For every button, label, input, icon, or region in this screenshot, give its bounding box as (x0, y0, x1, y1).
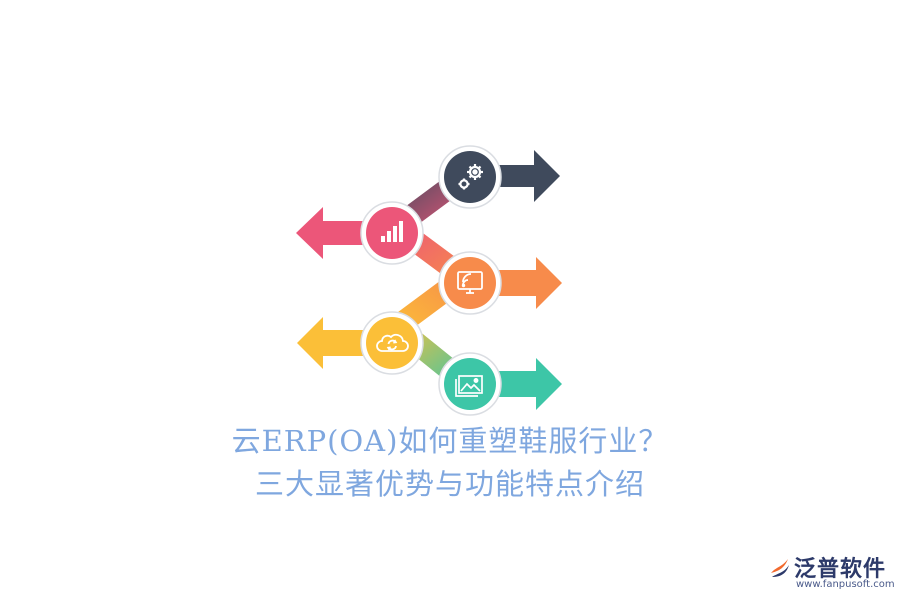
arrow-left-2 (296, 207, 390, 259)
brand-name: 泛普软件 (794, 557, 887, 582)
step-circle-4 (360, 311, 424, 375)
gears-icon (458, 164, 483, 190)
step-circle-5 (438, 352, 502, 416)
title-line-2: 三大显著优势与功能特点介绍 (254, 467, 645, 501)
cloud-sync-icon (376, 333, 409, 352)
step-circle-3 (438, 251, 502, 315)
brand-logo-block: 泛普软件 www.fanpusoft.com (768, 551, 895, 593)
fanpu-logo-icon (771, 559, 789, 577)
picture-icon (455, 375, 483, 397)
step-circle-1 (438, 145, 502, 209)
step-circle-2 (360, 201, 424, 265)
brand-url: www.fanpusoft.com (796, 579, 895, 590)
bar-chart-icon (381, 221, 403, 242)
screen-share-icon (457, 271, 483, 294)
arrow-right-1 (470, 150, 560, 202)
title-line-1: 云ERP(OA)如何重塑鞋服行业？ (231, 424, 669, 458)
